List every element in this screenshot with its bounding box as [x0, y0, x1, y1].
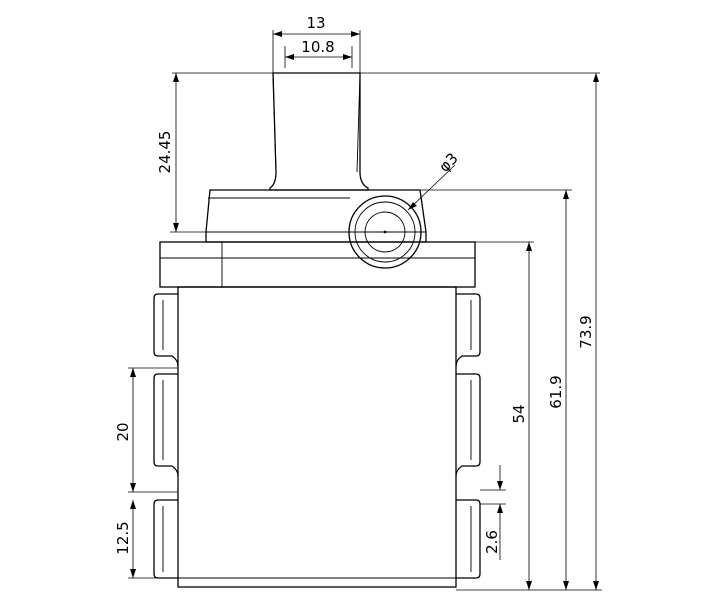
port-outer-circle — [348, 195, 422, 269]
neck-taper-right — [356, 72, 361, 173]
arrow-125-bottom — [130, 569, 136, 578]
dimension-lines — [128, 30, 602, 591]
arrow-13-left — [273, 31, 282, 37]
leader-phi3 — [407, 164, 456, 211]
flange-plate — [159, 241, 476, 288]
label-12-5: 12.5 — [114, 521, 132, 554]
left-clip-3 — [153, 499, 178, 579]
arrow-54-bottom — [526, 581, 532, 590]
arrow-739-bottom — [593, 581, 599, 590]
dimension-labels: 13 10.8 24.45 φ3 73.9 61.9 54 20 12.5 2.… — [114, 14, 595, 555]
right-clip-1 — [455, 293, 481, 367]
right-clip-3 — [456, 499, 481, 579]
arrow-20-top — [130, 368, 136, 377]
label-61-9: 61.9 — [547, 375, 565, 408]
arrow-20-bottom — [130, 483, 136, 492]
arrow-2445-top — [173, 73, 179, 82]
arrow-739-top — [593, 73, 599, 82]
arrow-54-top — [526, 242, 532, 251]
label-10-8: 10.8 — [301, 38, 334, 56]
label-2-6: 2.6 — [483, 530, 501, 554]
arrow-125-top — [130, 500, 136, 509]
part-outline — [153, 72, 481, 588]
label-20: 20 — [114, 422, 132, 441]
arrow-619-bottom — [563, 581, 569, 590]
right-clips — [455, 293, 481, 579]
port-inner-circle — [364, 211, 406, 253]
neck-outline — [269, 72, 369, 191]
left-clip-1 — [153, 293, 179, 367]
port-ring — [354, 201, 416, 263]
arrow-2445-bottom — [173, 223, 179, 232]
arrow-phi3 — [408, 202, 417, 210]
label-13: 13 — [306, 14, 325, 32]
left-clips — [153, 293, 179, 579]
right-clip-2 — [455, 373, 481, 477]
left-clip-2 — [153, 373, 179, 477]
port-center-point — [383, 230, 387, 234]
label-73-9: 73.9 — [577, 315, 595, 348]
main-body — [177, 286, 457, 588]
neck-taper-left — [272, 72, 277, 173]
arrow-619-top — [563, 190, 569, 199]
arrow-108-right — [343, 54, 352, 60]
arrow-26-bottom — [497, 504, 503, 513]
arrow-13-right — [351, 31, 360, 37]
label-54: 54 — [510, 404, 528, 423]
label-phi3: φ3 — [435, 149, 461, 175]
round-port — [348, 195, 422, 269]
arrow-26-top — [497, 481, 503, 490]
arrow-108-left — [285, 54, 294, 60]
label-24-45: 24.45 — [156, 131, 174, 174]
